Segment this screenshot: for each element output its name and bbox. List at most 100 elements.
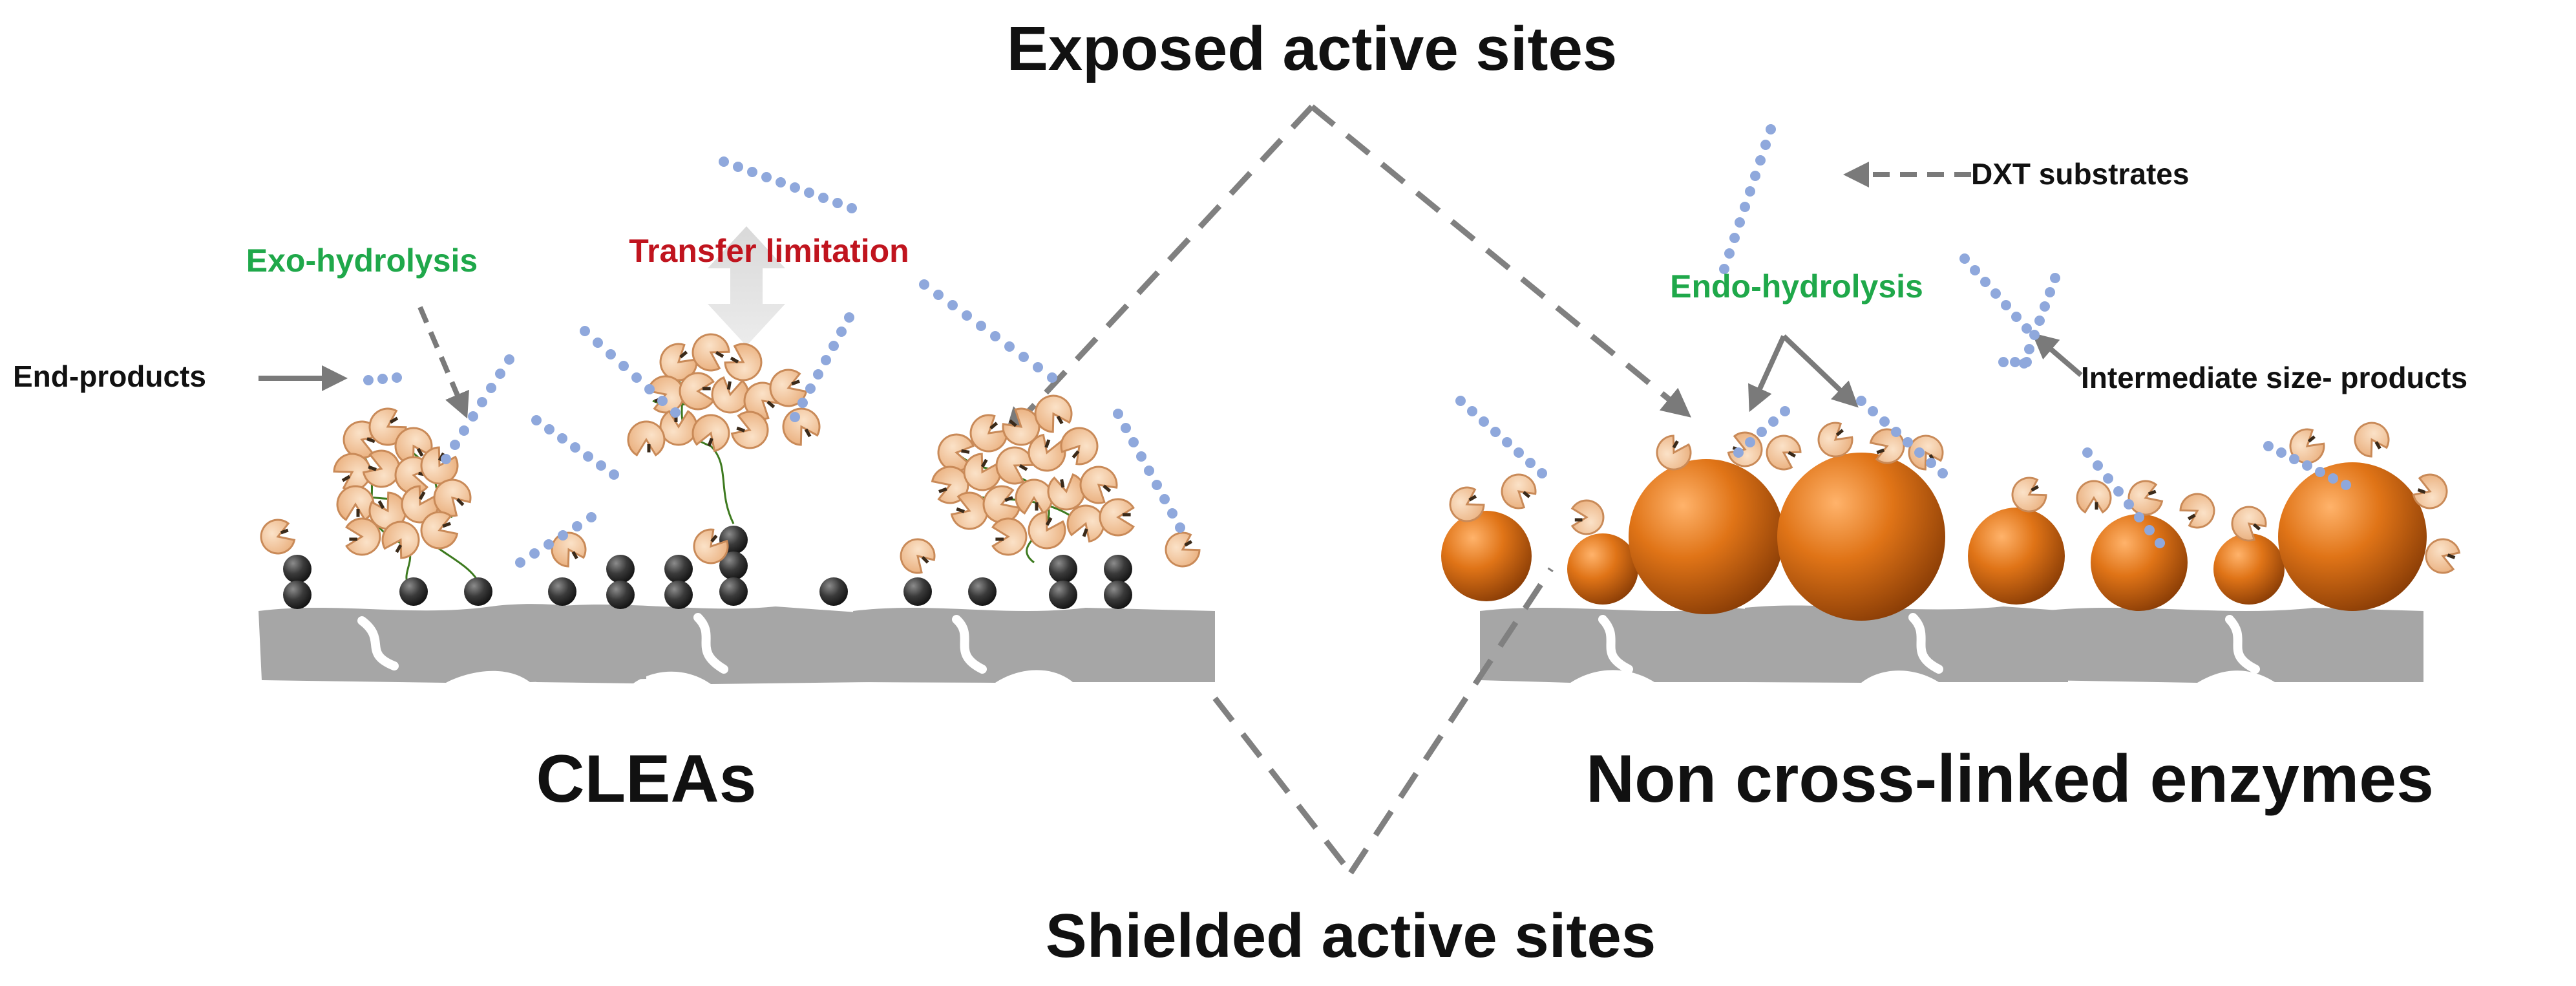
enzyme-active-site (2187, 513, 2196, 520)
substrate-unit (1047, 372, 1057, 383)
substrate-unit (2113, 486, 2124, 497)
substrate-unit (844, 312, 854, 323)
substrate-unit (1502, 437, 1512, 447)
substrate-chain (2263, 441, 2351, 490)
substrate-unit (2011, 312, 2022, 322)
dash-exposed-to-noncross (1310, 104, 1691, 418)
substrate-unit (2093, 460, 2103, 471)
substrate-unit (1019, 352, 1029, 362)
substrate-unit (1719, 264, 1729, 274)
enzyme-body (345, 517, 381, 556)
substrate-unit (829, 341, 839, 351)
substrate-unit (477, 397, 487, 407)
enzyme-aggregate-sphere (1567, 533, 1638, 605)
substrate-chain (515, 512, 596, 568)
substrate-unit (790, 182, 800, 193)
substrate-unit (1750, 171, 1760, 181)
substrate-unit (2155, 538, 2165, 548)
enzyme-body (730, 411, 769, 449)
enzyme-active-site (804, 428, 812, 438)
enzyme (1766, 434, 1802, 471)
enzyme-body (1656, 434, 1692, 471)
label-shielded-active-sites: Shielded active sites (1046, 901, 1656, 970)
support-left (259, 604, 1215, 684)
enzyme-active-site (989, 422, 998, 430)
enzyme-body (1817, 422, 1853, 458)
enzyme-body (1766, 434, 1802, 471)
enzyme-body (1501, 473, 1537, 509)
enzyme-active-site (1044, 439, 1051, 448)
substrate-unit (557, 433, 567, 444)
enzyme (345, 517, 381, 556)
support-bead (1049, 581, 1077, 609)
enzyme-body (420, 511, 459, 550)
enzyme-body (969, 414, 1008, 453)
substrate-chain (2082, 447, 2165, 548)
substrate-unit (618, 361, 629, 371)
enzyme-body (2011, 477, 2047, 513)
substrate-unit (1136, 451, 1146, 462)
enzyme-body (1869, 428, 1905, 464)
enzyme-body (2425, 538, 2461, 574)
enzyme-active-site (2447, 553, 2456, 559)
enzyme-active-site (418, 491, 426, 500)
substrate-unit (1990, 288, 2001, 299)
enzyme-active-site (1184, 540, 1193, 547)
transfer-double-arrow (708, 226, 785, 346)
enzyme (1501, 473, 1537, 509)
substrate-unit (2010, 357, 2020, 367)
enzyme-body (1028, 433, 1066, 472)
enzyme-active-site (1008, 419, 1017, 427)
enzyme-active-site (2148, 489, 2157, 496)
substrate-chains (363, 124, 2351, 568)
enzyme-active-site (2031, 485, 2040, 492)
enzyme-active-site (395, 544, 403, 553)
substrate-unit (1745, 437, 1755, 447)
substrate-unit (1755, 155, 1766, 166)
substrate-unit (2276, 447, 2286, 458)
support-bead (719, 577, 748, 606)
enzyme-active-site (1876, 448, 1885, 455)
enzyme-active-site (1045, 517, 1053, 526)
substrate-unit (805, 383, 816, 394)
substrate-unit (593, 338, 603, 348)
enzyme (2354, 422, 2390, 458)
substrate-unit (776, 177, 786, 188)
enzyme-body (659, 410, 698, 446)
substrate-unit (606, 349, 616, 359)
substrate-unit (818, 193, 829, 203)
substrate-unit (813, 369, 823, 380)
enzyme (2011, 477, 2047, 513)
substrate-unit (2001, 300, 2011, 310)
substrate-unit (1926, 458, 1936, 468)
enzyme (1079, 466, 1118, 504)
substrate-chain (531, 415, 619, 480)
support-bead (283, 555, 311, 583)
enzyme-body (724, 343, 763, 381)
enzyme-body (1028, 511, 1066, 550)
substrate-unit (733, 162, 743, 172)
enzyme-active-site (2252, 523, 2261, 531)
enzyme-aggregate-sphere (1968, 508, 2065, 605)
enzyme (1570, 499, 1605, 535)
enzyme-active-site (1468, 495, 1477, 502)
substrate-chain (441, 354, 514, 464)
enzyme-body (2412, 473, 2448, 509)
substrate-unit (2289, 454, 2299, 464)
enzyme-active-site (730, 356, 739, 364)
substrate-unit (1780, 406, 1790, 416)
enzyme (1034, 394, 1073, 433)
enzyme-active-site (1004, 496, 1013, 502)
substrate-unit (1768, 416, 1779, 427)
dash-shielded-to-noncross (1348, 567, 1554, 875)
support-bead (606, 555, 635, 583)
support-cracks (357, 613, 2260, 674)
support-bead (819, 577, 848, 606)
enzyme (2127, 480, 2164, 516)
substrate-unit (558, 530, 568, 541)
enzyme (2076, 480, 2112, 514)
support-bead (1104, 581, 1132, 609)
enzyme-body (2127, 480, 2164, 516)
substrate-unit (1980, 277, 1990, 287)
